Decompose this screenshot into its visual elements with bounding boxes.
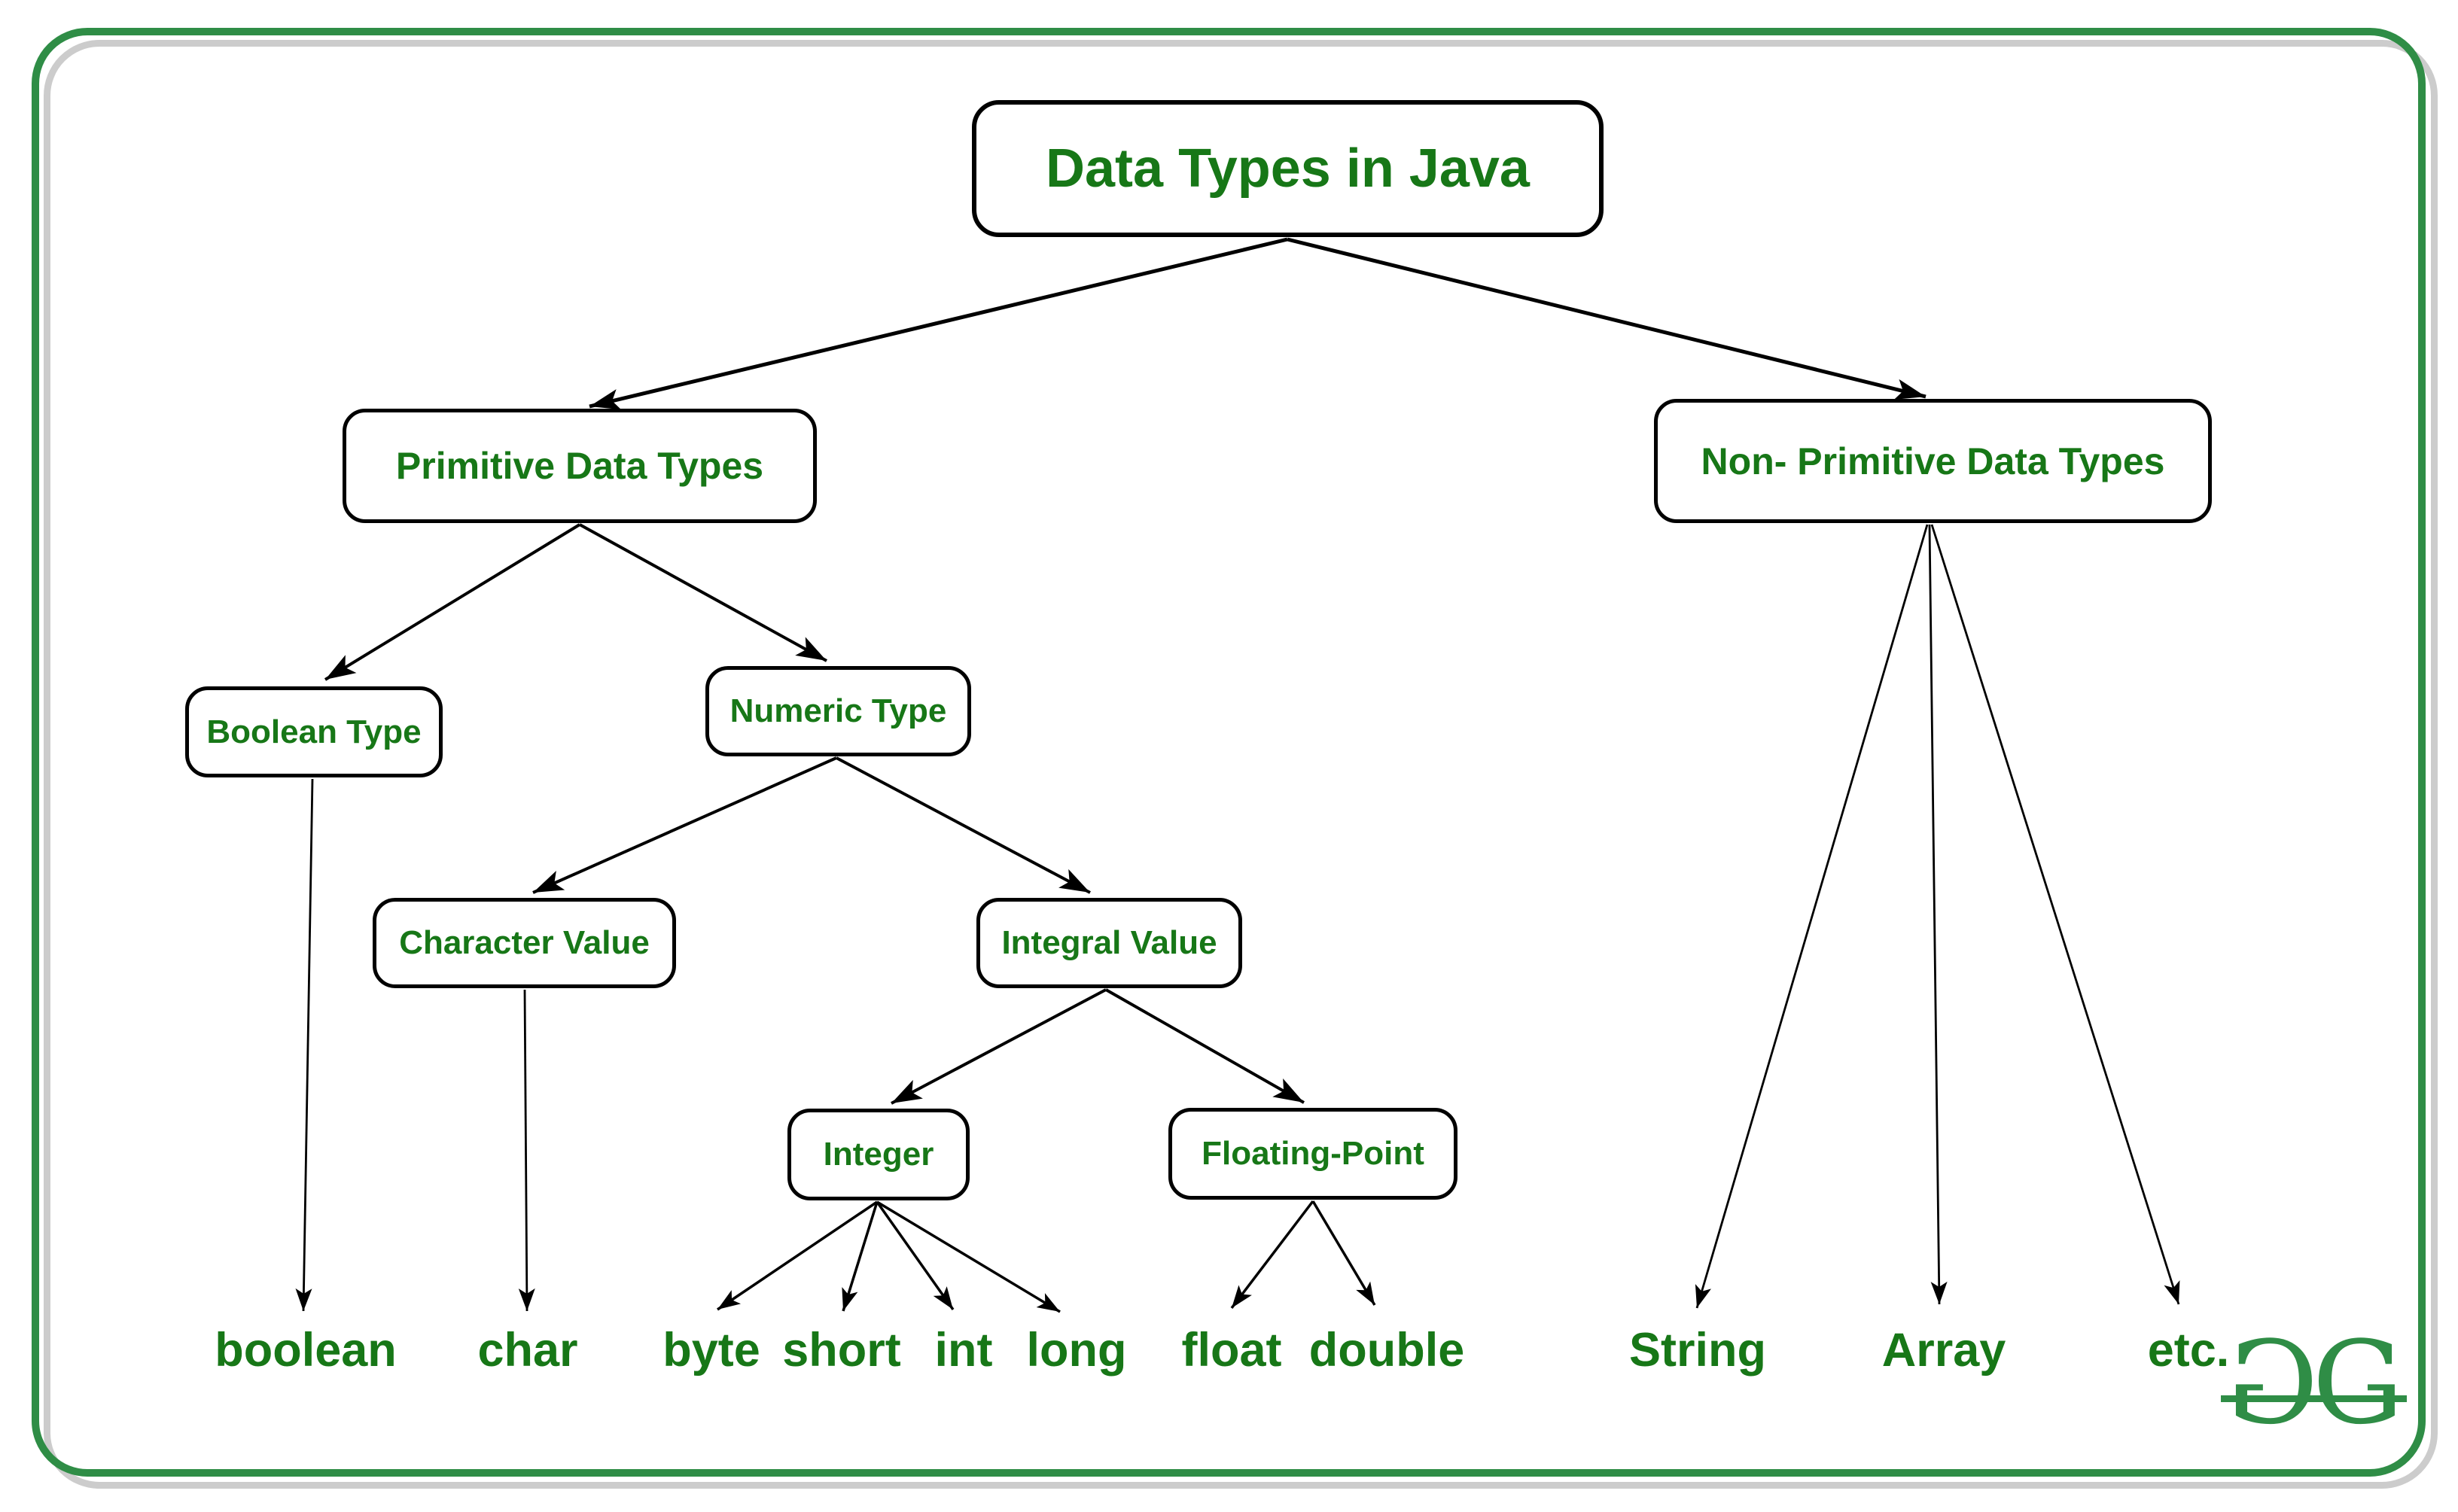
node-numeric-type-label: Numeric Type — [729, 692, 947, 729]
leaf-float: float — [1181, 1324, 1282, 1377]
node-floating-point-label: Floating-Point — [1202, 1135, 1424, 1172]
node-nonprimitive-label: Non- Primitive Data Types — [1701, 440, 2165, 482]
node-floating-point: Floating-Point — [1168, 1108, 1457, 1200]
node-integer-label: Integer — [823, 1136, 934, 1173]
leaf-string: String — [1629, 1324, 1766, 1377]
node-boolean-type-label: Boolean Type — [206, 713, 422, 750]
leaf-byte: byte — [662, 1324, 760, 1377]
geeksforgeeks-logo: GG — [2221, 1316, 2407, 1450]
node-non-primitive-data-types: Non- Primitive Data Types — [1654, 399, 2212, 523]
leaf-etc: etc. — [2147, 1324, 2230, 1377]
node-boolean-type: Boolean Type — [185, 686, 443, 777]
leaf-short: short — [782, 1324, 901, 1377]
node-integral-value-label: Integral Value — [1001, 924, 1217, 961]
leaf-double: double — [1308, 1324, 1465, 1377]
node-numeric-type: Numeric Type — [705, 666, 971, 756]
leaf-int: int — [934, 1324, 993, 1377]
node-title-label: Data Types in Java — [1046, 138, 1530, 199]
logo-g: G — [2312, 1316, 2404, 1450]
frame-shadow-border — [44, 40, 2438, 1489]
node-primitive-data-types: Primitive Data Types — [343, 409, 817, 523]
node-integer: Integer — [787, 1109, 970, 1200]
node-character-value: Character Value — [373, 898, 676, 988]
logo-crossbar — [2221, 1395, 2407, 1402]
leaf-char: char — [477, 1324, 578, 1377]
node-title: Data Types in Java — [972, 100, 1604, 237]
node-character-value-label: Character Value — [399, 924, 650, 961]
leaf-array: Array — [1881, 1324, 2006, 1377]
leaf-boolean: boolean — [215, 1324, 397, 1377]
node-integral-value: Integral Value — [976, 898, 1242, 988]
frame-border — [32, 28, 2426, 1477]
leaf-long: long — [1026, 1324, 1127, 1377]
node-primitive-label: Primitive Data Types — [395, 445, 764, 487]
logo-g-mirrored: G — [2227, 1316, 2319, 1450]
